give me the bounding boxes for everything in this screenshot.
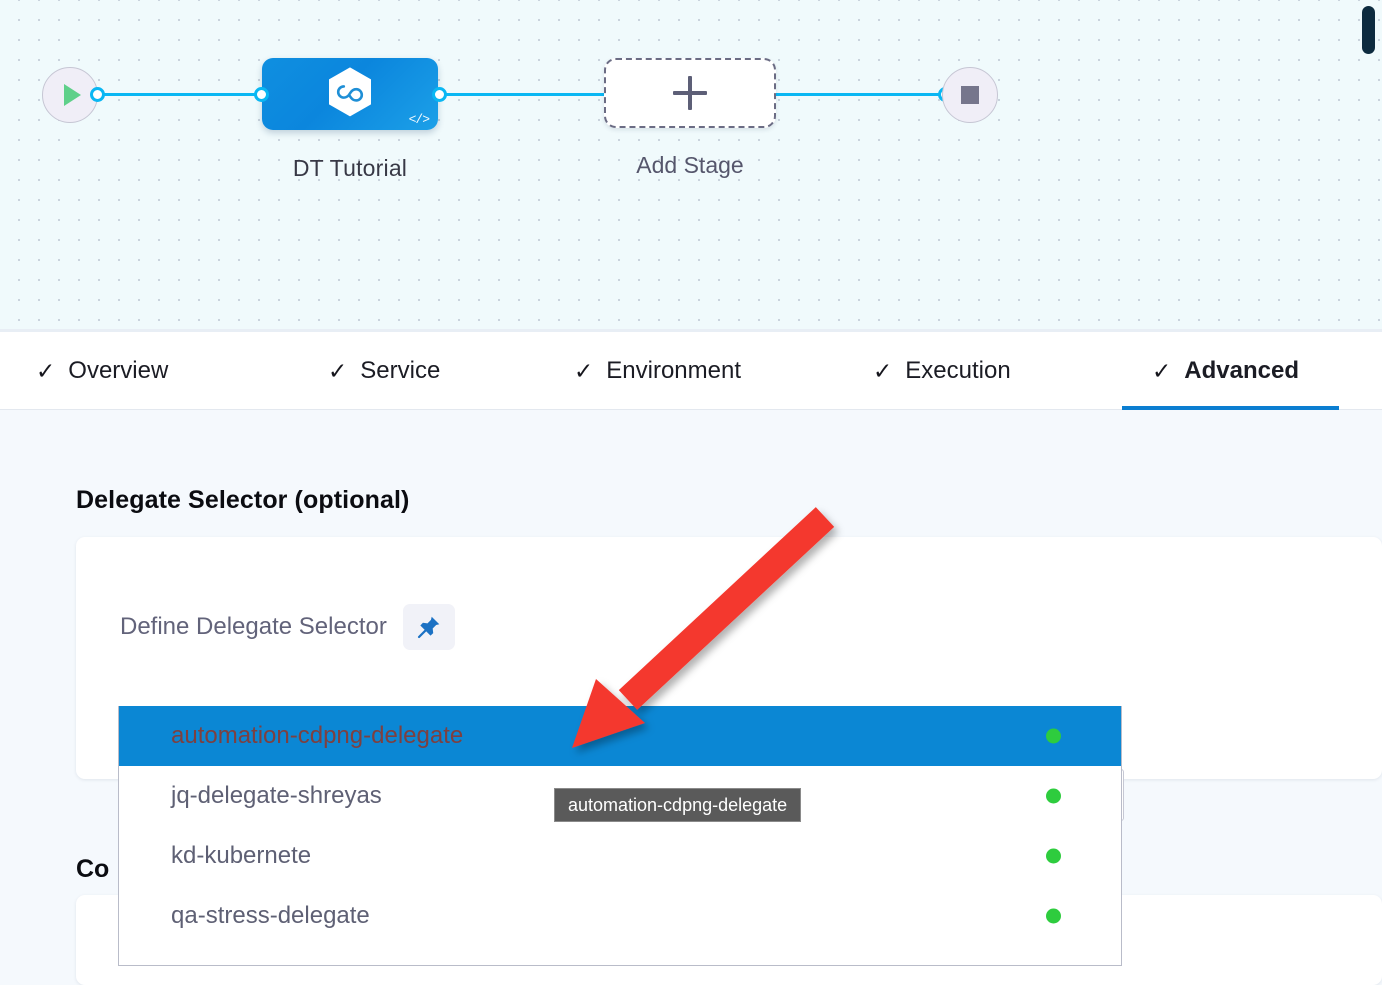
dropdown-item-label: kd-kubernete <box>171 842 312 869</box>
plus-icon <box>673 76 707 110</box>
define-delegate-selector-label: Define Delegate Selector <box>120 613 387 640</box>
status-dot-connected <box>1046 728 1061 744</box>
check-icon: ✓ <box>36 357 56 384</box>
status-dot-connected <box>1046 848 1061 864</box>
dropdown-item-label: jq-delegate-shreyas <box>171 782 382 809</box>
tab-environment[interactable]: ✓ Environment <box>574 332 741 410</box>
check-icon: ✓ <box>574 357 594 384</box>
play-icon <box>64 84 81 106</box>
start-node-port[interactable] <box>90 87 105 102</box>
dropdown-item-kd-kubernete[interactable]: kd-kubernete <box>119 826 1121 886</box>
stop-icon <box>961 86 979 104</box>
conditional-execution-heading: Co <box>76 855 110 883</box>
check-icon: ✓ <box>873 357 893 384</box>
add-stage-label: Add Stage <box>636 152 744 178</box>
tab-label: Execution <box>905 357 1011 384</box>
pipeline-canvas[interactable]: </> DT Tutorial Add Stage <box>0 0 1382 332</box>
status-dot-connected <box>1046 788 1061 804</box>
stage-output-port[interactable] <box>432 87 447 102</box>
dropdown-item-label: qa-stress-delegate <box>171 902 370 929</box>
delegate-selector-dropdown[interactable]: automation-cdpng-delegate jq-delegate-sh… <box>118 706 1122 966</box>
check-icon: ✓ <box>1152 357 1172 384</box>
tab-advanced[interactable]: ✓ Advanced <box>1122 332 1339 410</box>
tab-service[interactable]: ✓ Service <box>328 332 440 410</box>
add-stage-button[interactable] <box>604 58 776 128</box>
dropdown-item-jq-delegate-shreyas[interactable]: jq-delegate-shreyas <box>119 766 1121 826</box>
edge-start-to-stage <box>96 93 268 96</box>
define-delegate-selector-row: Define Delegate Selector <box>120 604 455 650</box>
tab-label: Environment <box>606 357 742 384</box>
stage-code-badge: </> <box>408 112 430 127</box>
pipeline-start-node[interactable] <box>42 67 98 123</box>
dropdown-scrollbar-thumb[interactable] <box>1362 6 1375 54</box>
dropdown-item-label: automation-cdpng-delegate <box>171 722 464 749</box>
pipeline-end-node[interactable] <box>942 67 998 123</box>
pushpin-glyph <box>417 616 440 639</box>
harness-hexagon-icon <box>329 67 371 117</box>
tab-label: Service <box>360 357 441 384</box>
stage-config-tabs: ✓ Overview ✓ Service ✓ Environment ✓ Exe… <box>0 332 1382 410</box>
stage-node-dt-tutorial[interactable]: </> <box>262 58 438 130</box>
tab-label: Overview <box>68 357 169 384</box>
tab-overview[interactable]: ✓ Overview <box>36 332 168 410</box>
delegate-tooltip: automation-cdpng-delegate <box>554 788 802 822</box>
check-icon: ✓ <box>328 357 348 384</box>
dropdown-item-qa-stress-delegate[interactable]: qa-stress-delegate <box>119 886 1121 946</box>
tab-execution[interactable]: ✓ Execution <box>873 332 1011 410</box>
dropdown-item-automation-cdpng-delegate[interactable]: automation-cdpng-delegate <box>119 706 1121 766</box>
tab-label: Advanced <box>1184 357 1299 384</box>
edge-add-to-end <box>770 93 950 96</box>
status-dot-connected <box>1046 908 1061 924</box>
stage-input-port[interactable] <box>254 87 269 102</box>
page-title: Delegate Selector (optional) <box>76 486 410 514</box>
stage-label: DT Tutorial <box>292 155 408 181</box>
edge-stage-to-add <box>438 93 610 96</box>
pushpin-icon[interactable] <box>402 604 455 650</box>
